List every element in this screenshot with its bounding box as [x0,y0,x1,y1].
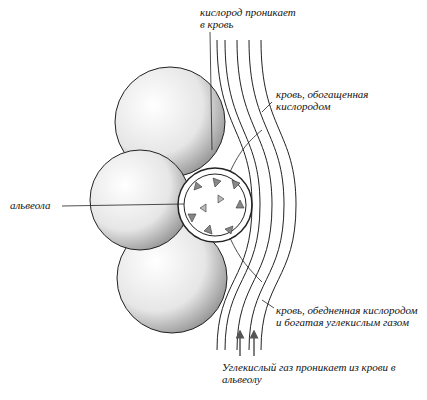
caption-label: альвеола [10,199,70,211]
caption-label: кислород проникает в кровь [200,6,300,30]
caption-label: кровь, обогащенная кислородом [276,88,396,112]
caption-label: кровь, обедненная кислородом и богатая у… [276,304,422,328]
caption-label: Углекислый газ проникает из крови в альв… [222,361,422,385]
